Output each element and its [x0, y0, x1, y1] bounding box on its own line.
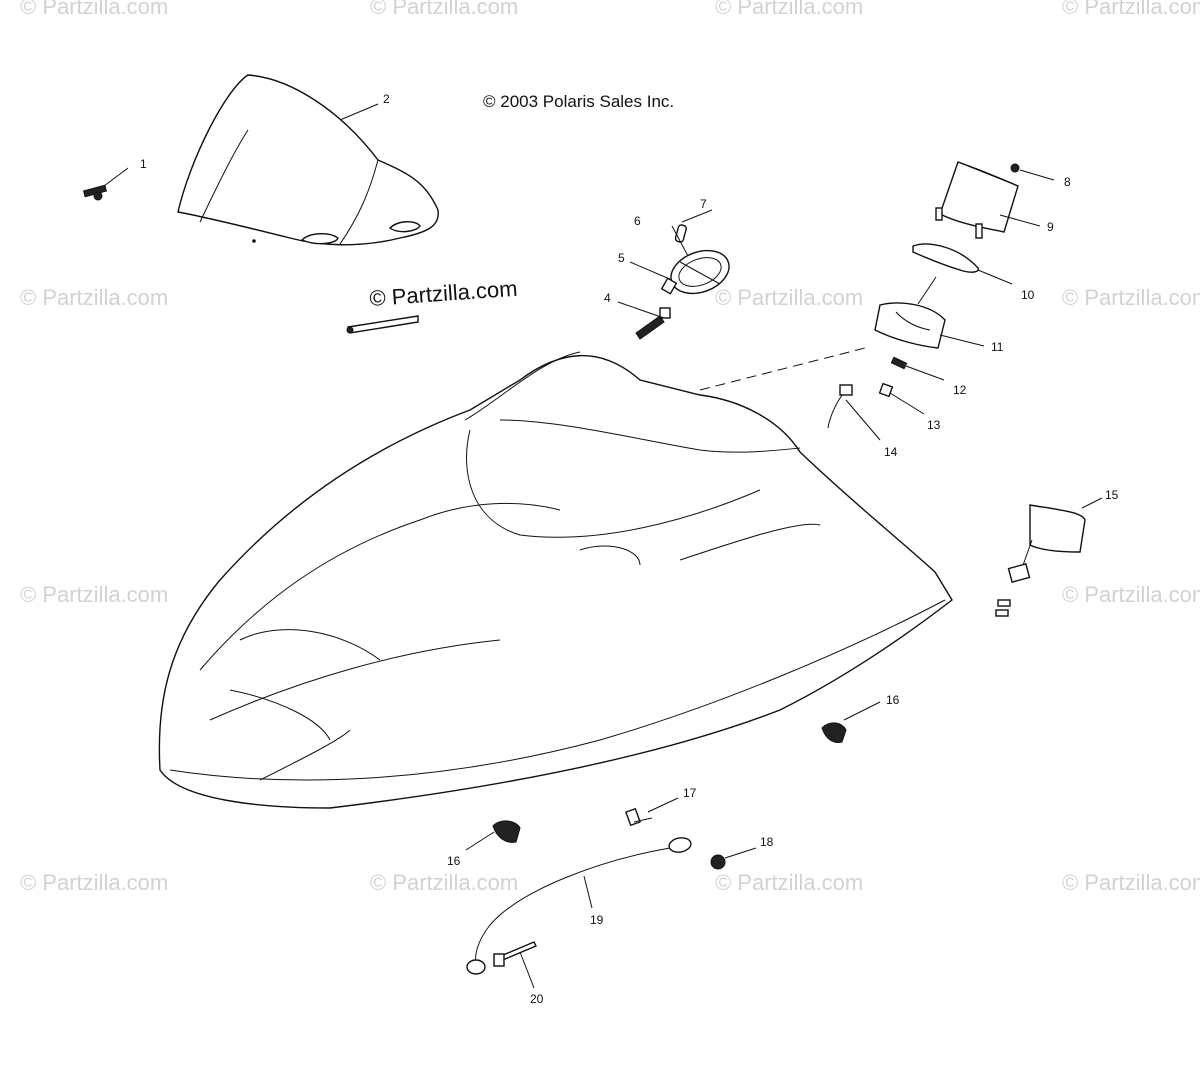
leader-lines [103, 103, 1103, 989]
part-7[interactable] [674, 224, 687, 243]
watermark: © Partzilla.com [715, 0, 863, 19]
watermark: © Partzilla.com [1062, 0, 1200, 19]
callout-14: 14 [884, 445, 898, 459]
hood[interactable] [158, 276, 953, 809]
watermark-dark: © Partzilla.com [369, 276, 519, 311]
callout-12: 12 [953, 383, 967, 397]
part-screw[interactable] [1010, 163, 1020, 173]
part-strap[interactable] [346, 315, 419, 334]
callout-16-right: 16 [886, 693, 900, 707]
callout-4: 4 [604, 291, 611, 305]
callout-11: 11 [991, 340, 1004, 354]
part-fastener[interactable] [82, 184, 108, 201]
callout-5: 5 [618, 251, 625, 265]
part-12[interactable] [890, 356, 908, 370]
watermark: © Partzilla.com [20, 582, 168, 607]
part-nut[interactable] [710, 854, 726, 870]
part-bracket[interactable] [874, 302, 946, 349]
watermark: © Partzilla.com [370, 0, 518, 19]
part-wire[interactable] [827, 384, 853, 429]
part-mirror[interactable] [995, 504, 1086, 617]
watermark: © Partzilla.com [20, 870, 168, 895]
part-connector[interactable] [635, 307, 671, 340]
part-13[interactable] [878, 382, 894, 398]
callout-7: 7 [700, 197, 707, 211]
callout-13: 13 [927, 418, 941, 432]
part-5[interactable] [660, 277, 678, 295]
callout-8: 8 [1064, 175, 1071, 189]
callout-16-left: 16 [447, 854, 461, 868]
watermark: © Partzilla.com [370, 870, 518, 895]
watermark: © Partzilla.com [20, 0, 168, 19]
watermark: © Partzilla.com [715, 285, 863, 310]
callout-20: 20 [530, 992, 544, 1006]
callouts: 1 2 4 5 6 7 8 9 10 11 12 13 14 15 16 16 … [140, 92, 1119, 1006]
callout-17: 17 [683, 786, 697, 800]
callout-6: 6 [634, 214, 641, 228]
part-bolt[interactable] [625, 807, 653, 827]
part-tether[interactable] [466, 836, 692, 975]
callout-15: 15 [1105, 488, 1119, 502]
watermark: © Partzilla.com [715, 870, 863, 895]
callout-18: 18 [760, 835, 774, 849]
watermark: © Partzilla.com [1062, 582, 1200, 607]
copyright-notice: © 2003 Polaris Sales Inc. [483, 92, 674, 111]
watermark: © Partzilla.com [1062, 870, 1200, 895]
part-gauge-housing[interactable] [935, 161, 1019, 239]
callout-2: 2 [383, 92, 390, 106]
part-clip-left[interactable] [492, 820, 521, 843]
callout-1: 1 [140, 157, 147, 171]
part-clip-right[interactable] [821, 722, 847, 743]
watermark: © Partzilla.com [20, 285, 168, 310]
callout-10: 10 [1021, 288, 1035, 302]
callout-19: 19 [590, 913, 604, 927]
watermark: © Partzilla.com [1062, 285, 1200, 310]
callout-9: 9 [1047, 220, 1054, 234]
part-lens[interactable] [912, 243, 979, 273]
part-rivet[interactable] [493, 941, 537, 967]
part-windshield[interactable] [177, 74, 439, 246]
